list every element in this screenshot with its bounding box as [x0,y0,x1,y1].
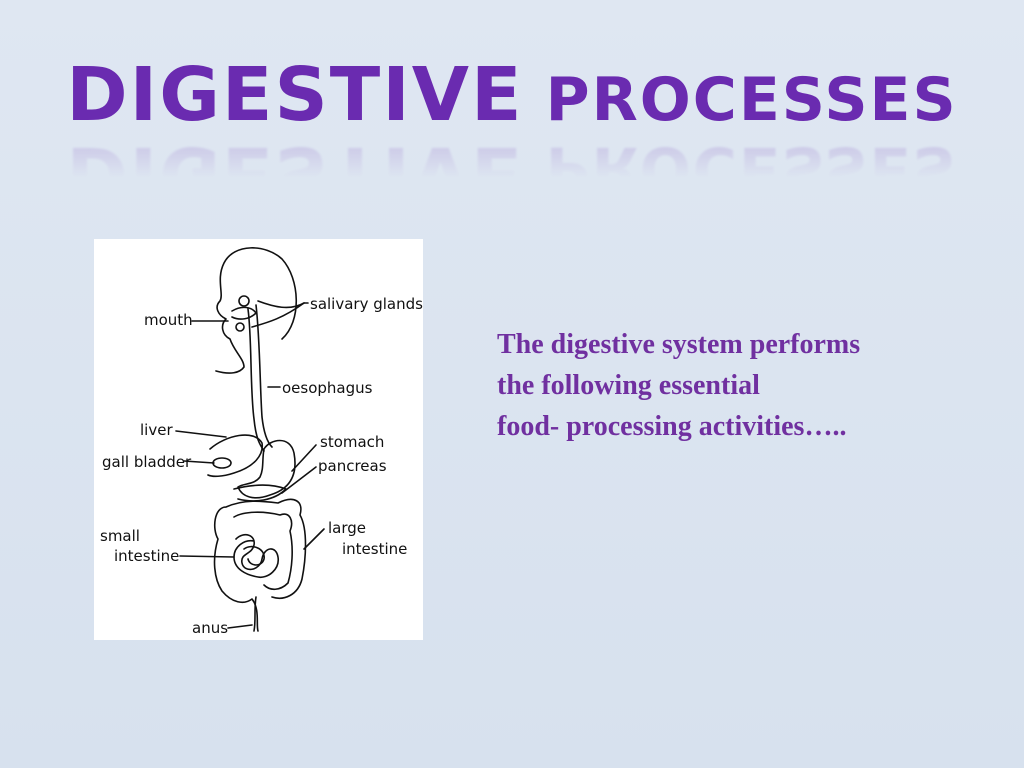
body-line-2: the following essential [497,370,760,401]
large-intestine-shape [213,498,307,632]
digestive-system-drawing: salivary glands mouth oesophagus liver s… [100,247,423,637]
slide-title: DIGESTIVE PROCESSES [0,52,1024,138]
label-gall-bladder: gall bladder [102,453,192,471]
label-large-intestine-1: large [328,519,366,537]
body-line-3: food- processing activities….. [497,411,847,442]
title-word-digestive: DIGESTIVE [66,52,524,138]
label-pancreas: pancreas [318,457,387,475]
label-small-intestine-2: intestine [114,547,179,565]
body-line-1: The digestive system performs [497,329,861,360]
body-text: The digestive system performs the follow… [497,324,967,447]
small-intestine-shape [233,533,279,579]
title-word-processes: PROCESSES [545,65,958,135]
label-mouth: mouth [144,311,193,329]
stomach-shape [237,439,296,499]
label-small-intestine-1: small [100,527,140,545]
label-oesophagus: oesophagus [282,379,373,397]
label-stomach: stomach [320,433,384,451]
label-anus: anus [192,619,228,637]
label-large-intestine-2: intestine [342,540,407,558]
head-outline [215,247,298,374]
label-liver: liver [140,421,173,439]
label-salivary-glands: salivary glands [310,295,423,313]
oesophagus-tube [247,308,265,452]
digestive-system-diagram: salivary glands mouth oesophagus liver s… [94,239,423,640]
gall-bladder-shape [212,457,232,469]
liver-shape [207,434,263,478]
slide-title-text: DIGESTIVE PROCESSES [66,52,958,138]
